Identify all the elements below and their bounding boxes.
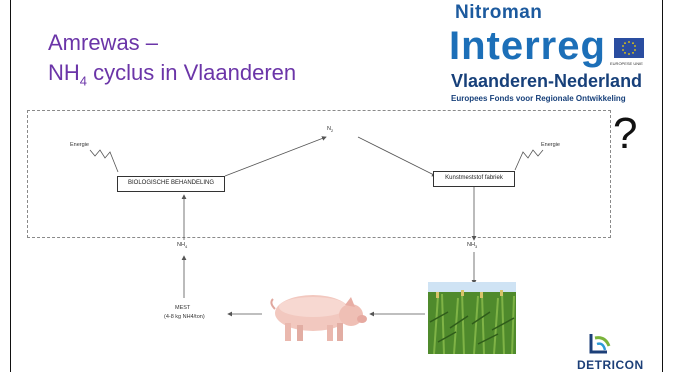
region-label: Vlaanderen-Nederland (451, 71, 643, 91)
nh4-sub: 4 (184, 244, 188, 250)
detricon-logo-text: DETRICON (577, 358, 644, 372)
detricon-logo-icon (585, 330, 615, 361)
slide-title: Amrewas – NH4 cyclus in Vlaanderen (48, 28, 296, 96)
title-nh: NH (48, 60, 80, 85)
energy-right-label: Energie (541, 142, 560, 148)
n2-text: N (327, 126, 331, 132)
eu-flag-icon (614, 38, 644, 58)
nh4-label: NH4 (177, 242, 187, 249)
nh3-text: NH (467, 242, 475, 248)
nh3-sub: 3 (474, 244, 478, 250)
n2-sub: 2 (330, 128, 334, 134)
mest-detail-label: (4-8 kg NH4/ton) (164, 314, 205, 320)
energy-left-zigzag (89, 149, 119, 173)
nitroman-logo: Nitroman (455, 2, 543, 23)
n2-label: N2 (327, 126, 333, 133)
arrow-bio-to-n2 (224, 136, 327, 177)
box-fertilizer-factory: Kunstmeststof fabriek (433, 171, 515, 187)
energy-right-zigzag (514, 149, 544, 171)
mest-label: MEST (175, 305, 191, 311)
fonds-label: Europees Fonds voor Regionale Ontwikkeli… (451, 94, 626, 103)
energy-left-label: Energie (70, 142, 89, 148)
nh4-text: NH (177, 242, 185, 248)
crop-image (428, 282, 516, 355)
arrow-n2-to-factory (357, 136, 437, 177)
title-nh-sub: 4 (79, 73, 88, 89)
title-line-2: NH4 cyclus in Vlaanderen (48, 58, 296, 96)
title-line-1: Amrewas – (48, 30, 159, 55)
box-biological-treatment: BIOLOGISCHE BEHANDELING (117, 176, 225, 192)
eu-label: EUROPESE UNIE (610, 61, 643, 66)
pig-image (265, 283, 369, 350)
interreg-logo: Interreg (449, 24, 606, 68)
slide-frame (10, 0, 663, 372)
title-rest: cyclus in Vlaanderen (87, 60, 297, 85)
question-mark: ? (613, 109, 638, 158)
nh3-label: NH3 (467, 242, 477, 249)
dashed-boundary (27, 110, 611, 238)
